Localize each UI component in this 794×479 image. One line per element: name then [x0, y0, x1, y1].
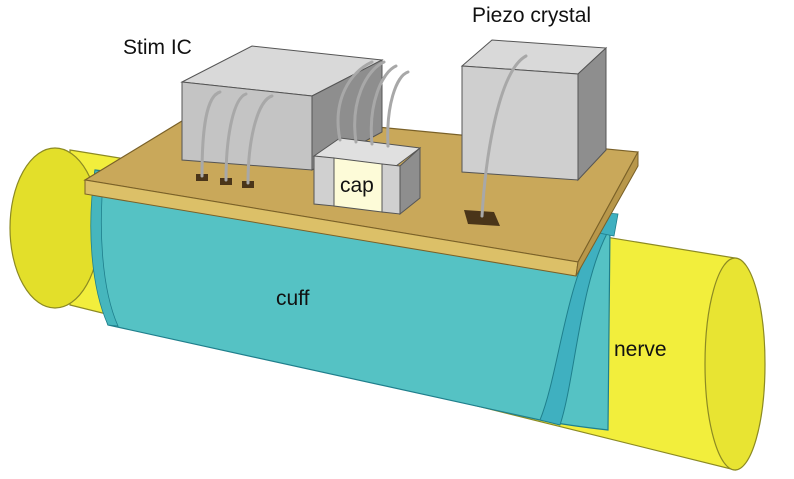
piezo-side: [577, 46, 607, 182]
nerve-right-end: [704, 257, 766, 471]
board-right-edge: [575, 151, 639, 277]
wire: [386, 70, 410, 148]
piezo-front: [461, 65, 579, 181]
cap-left-terminal: [313, 155, 335, 207]
cap-right-terminal: [381, 163, 401, 215]
cuff-label: cuff: [276, 287, 310, 310]
piezo-crystal-block: [460, 39, 608, 182]
nerve-left-end: [9, 147, 101, 309]
wire: [200, 90, 222, 178]
wire: [353, 60, 386, 144]
wire: [480, 54, 528, 218]
capacitor: [312, 137, 422, 216]
cuff-right-rim: [539, 227, 611, 426]
piezo-crystal-label: Piezo crystal: [472, 4, 591, 27]
wire: [336, 60, 374, 142]
wire: [246, 94, 274, 185]
cap-side: [399, 146, 421, 216]
cuff-left-rim: [90, 169, 119, 327]
wire: [224, 92, 248, 182]
nerve-label: nerve: [614, 338, 667, 361]
stim-ic-chip: [180, 45, 384, 171]
bond-wires: [200, 54, 528, 218]
stim-ic-label: Stim IC: [123, 36, 192, 59]
cap-label: cap: [340, 174, 374, 197]
wire: [369, 64, 398, 146]
piezo-pad: [464, 210, 500, 226]
